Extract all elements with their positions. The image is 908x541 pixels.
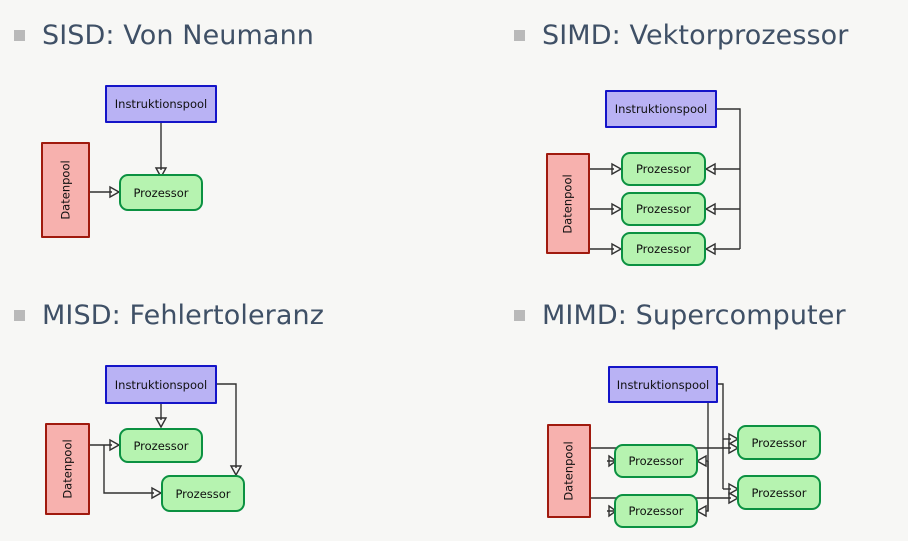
bullet-square-icon bbox=[514, 30, 525, 41]
misd-wires bbox=[90, 383, 243, 500]
simd-processor-3-label: Prozessor bbox=[635, 242, 692, 256]
simd-instruction-pool: Instruktionspool bbox=[605, 90, 717, 128]
heading-sisd: SISD: Von Neumann bbox=[14, 20, 314, 51]
simd-processor-1: Prozessor bbox=[621, 152, 706, 186]
wire-instr-to-proc-2 bbox=[217, 383, 237, 468]
wire-data-to-proc-2 bbox=[103, 445, 154, 494]
mimd-processor-right-2-label: Prozessor bbox=[751, 485, 807, 500]
sisd-data-pool: Datenpool bbox=[41, 142, 90, 238]
mimd-processor-left-2: Prozessor bbox=[614, 494, 698, 528]
simd-processor-3: Prozessor bbox=[621, 232, 706, 266]
misd-processor-2: Prozessor bbox=[161, 475, 245, 512]
arrowhead-data-right-proc-1 bbox=[728, 441, 740, 455]
simd-processor-1-label: Prozessor bbox=[635, 162, 692, 176]
misd-processor-1-label: Prozessor bbox=[133, 438, 189, 453]
simd-processor-2-label: Prozessor bbox=[635, 202, 692, 216]
misd-data-pool-label: Datenpool bbox=[60, 439, 75, 499]
diagram-misd: Instruktionspool Datenpool Prozessor Pro… bbox=[0, 280, 454, 541]
mimd-processor-right-1-label: Prozessor bbox=[751, 435, 807, 450]
sisd-data-pool-label: Datenpool bbox=[58, 160, 73, 220]
simd-instruction-pool-label: Instruktionspool bbox=[614, 102, 708, 116]
sisd-processor-1-label: Prozessor bbox=[133, 185, 189, 200]
mimd-data-pool-label: Datenpool bbox=[562, 441, 576, 501]
quadrant-misd: MISD: Fehlertoleranz Instruktionspool bbox=[0, 280, 454, 541]
sisd-instruction-pool-label: Instruktionspool bbox=[114, 97, 208, 111]
heading-misd: MISD: Fehlertoleranz bbox=[14, 300, 324, 331]
misd-processor-2-label: Prozessor bbox=[175, 486, 231, 501]
sisd-processor-1: Prozessor bbox=[119, 174, 203, 211]
bullet-square-icon bbox=[14, 310, 25, 321]
arrowhead-data-to-proc bbox=[109, 185, 121, 199]
quadrant-sisd: SISD: Von Neumann Instruktionspool Daten… bbox=[0, 0, 454, 280]
mimd-processor-left-2-label: Prozessor bbox=[628, 504, 684, 518]
diagram-sisd: Instruktionspool Datenpool Prozessor bbox=[0, 0, 454, 280]
sisd-instruction-pool: Instruktionspool bbox=[105, 85, 217, 123]
arrowhead-data-proc-1 bbox=[109, 438, 121, 452]
arrowhead-data-left-proc-2 bbox=[608, 504, 618, 518]
arrowhead-instr-left-proc-2 bbox=[695, 504, 707, 518]
arrowhead-instr-proc-2 bbox=[704, 202, 716, 216]
quadrant-simd: SIMD: Vektorprozessor bbox=[454, 0, 908, 280]
mimd-instruction-pool: Instruktionspool bbox=[608, 366, 718, 403]
arrowhead-instr-proc-3 bbox=[704, 242, 716, 256]
mimd-processor-right-2: Prozessor bbox=[737, 475, 821, 510]
mimd-processor-right-1: Prozessor bbox=[737, 425, 821, 460]
wire-instr-bus bbox=[717, 108, 741, 249]
arrowhead-data-proc-2 bbox=[611, 202, 623, 216]
heading-simd-label: SIMD: Vektorprozessor bbox=[542, 20, 849, 51]
arrowhead-instr-left-proc-1 bbox=[695, 454, 707, 468]
simd-data-pool-label: Datenpool bbox=[561, 173, 575, 234]
mimd-processor-left-1-label: Prozessor bbox=[628, 454, 684, 468]
simd-processor-2: Prozessor bbox=[621, 192, 706, 226]
wire-instr-bus-right bbox=[718, 383, 724, 489]
misd-processor-1: Prozessor bbox=[119, 428, 203, 463]
mimd-processor-left-1: Prozessor bbox=[614, 444, 698, 478]
diagram-mimd: Instruktionspool Datenpool Prozessor Pro… bbox=[454, 280, 908, 541]
arrowhead-instr-right-proc-1 bbox=[728, 432, 740, 446]
arrowhead-data-proc-3 bbox=[611, 242, 623, 256]
simd-wires bbox=[590, 108, 741, 256]
bullet-square-icon bbox=[14, 30, 25, 41]
misd-instruction-pool-label: Instruktionspool bbox=[114, 377, 208, 392]
arrowhead-instr-proc-1 bbox=[154, 417, 168, 429]
mimd-instruction-pool-label: Instruktionspool bbox=[616, 377, 710, 392]
arrowhead-data-proc-1 bbox=[611, 162, 623, 176]
arrowhead-data-left-proc-1 bbox=[608, 454, 618, 468]
diagram-simd: Instruktionspool Datenpool Prozessor Pro… bbox=[454, 0, 908, 280]
arrowhead-instr-to-proc bbox=[154, 167, 168, 179]
arrowhead-data-right-proc-2 bbox=[728, 491, 740, 505]
simd-data-pool: Datenpool bbox=[546, 153, 590, 254]
bullet-square-icon bbox=[514, 310, 525, 321]
heading-sisd-label: SISD: Von Neumann bbox=[42, 20, 314, 51]
arrowhead-data-proc-2 bbox=[151, 486, 163, 500]
sisd-wires bbox=[90, 122, 168, 199]
misd-data-pool: Datenpool bbox=[45, 423, 90, 515]
mimd-data-pool: Datenpool bbox=[547, 424, 591, 518]
arrowhead-instr-right-proc-2 bbox=[728, 482, 740, 496]
misd-instruction-pool: Instruktionspool bbox=[105, 365, 217, 404]
arrowhead-instr-proc-2 bbox=[229, 465, 243, 477]
arrowhead-instr-proc-1 bbox=[704, 162, 716, 176]
heading-mimd: MIMD: Supercomputer bbox=[514, 300, 846, 331]
heading-misd-label: MISD: Fehlertoleranz bbox=[42, 300, 325, 331]
heading-mimd-label: MIMD: Supercomputer bbox=[542, 300, 846, 331]
quadrant-mimd: MIMD: Supercomputer bbox=[454, 280, 908, 541]
heading-simd: SIMD: Vektorprozessor bbox=[514, 20, 849, 51]
